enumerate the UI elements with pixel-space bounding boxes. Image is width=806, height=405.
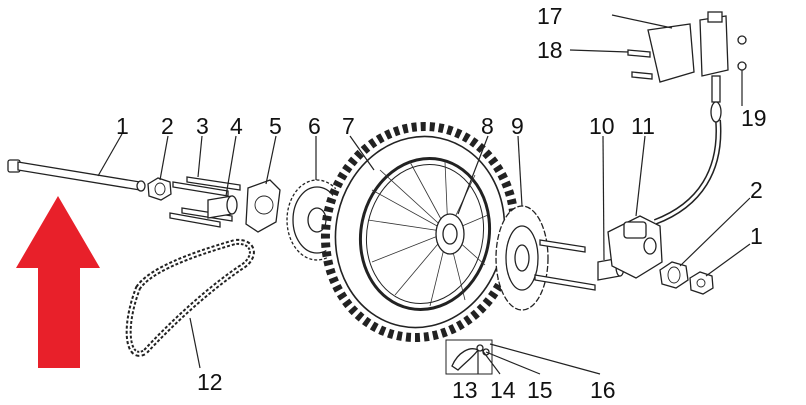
part-brake-disc: [495, 205, 549, 311]
callout-19: 19: [741, 105, 767, 131]
callout-3: 3: [196, 113, 209, 139]
part-axle-nut: [147, 177, 172, 201]
callout-5: 5: [269, 113, 282, 139]
callout-7: 7: [342, 113, 355, 139]
callout-1: 1: [116, 113, 129, 139]
callout-18: 18: [537, 37, 563, 63]
callout-6: 6: [308, 113, 321, 139]
callout-2-right: 2: [750, 177, 763, 203]
part-chain: [125, 238, 255, 357]
callout-16: 16: [590, 377, 616, 403]
callout-9: 9: [511, 113, 524, 139]
callout-8: 8: [481, 113, 494, 139]
part-brake-hose: [653, 119, 722, 225]
leader-lines: [97, 14, 751, 375]
callout-4: 4: [230, 113, 243, 139]
part-axle: [7, 159, 146, 192]
callout-10: 10: [589, 113, 615, 139]
part-master-cylinder: [627, 11, 747, 123]
part-bracket: [245, 179, 281, 233]
callout-15: 15: [527, 377, 553, 403]
part-flange-nut-right: [689, 271, 714, 295]
part-spacer: [207, 195, 238, 219]
callout-1-right: 1: [750, 223, 763, 249]
callout-13: 13: [452, 377, 478, 403]
part-nut-right: [659, 261, 689, 289]
callout-11: 11: [631, 113, 655, 139]
detail-inset: [445, 339, 493, 375]
callout-2: 2: [161, 113, 174, 139]
callout-12: 12: [197, 369, 223, 395]
part-caliper: [607, 215, 663, 279]
part-hub-bolts: [534, 239, 596, 291]
callout-17: 17: [537, 3, 563, 29]
red-up-arrow: [16, 196, 100, 368]
part-bolts: [169, 176, 241, 228]
callout-14: 14: [490, 377, 516, 403]
